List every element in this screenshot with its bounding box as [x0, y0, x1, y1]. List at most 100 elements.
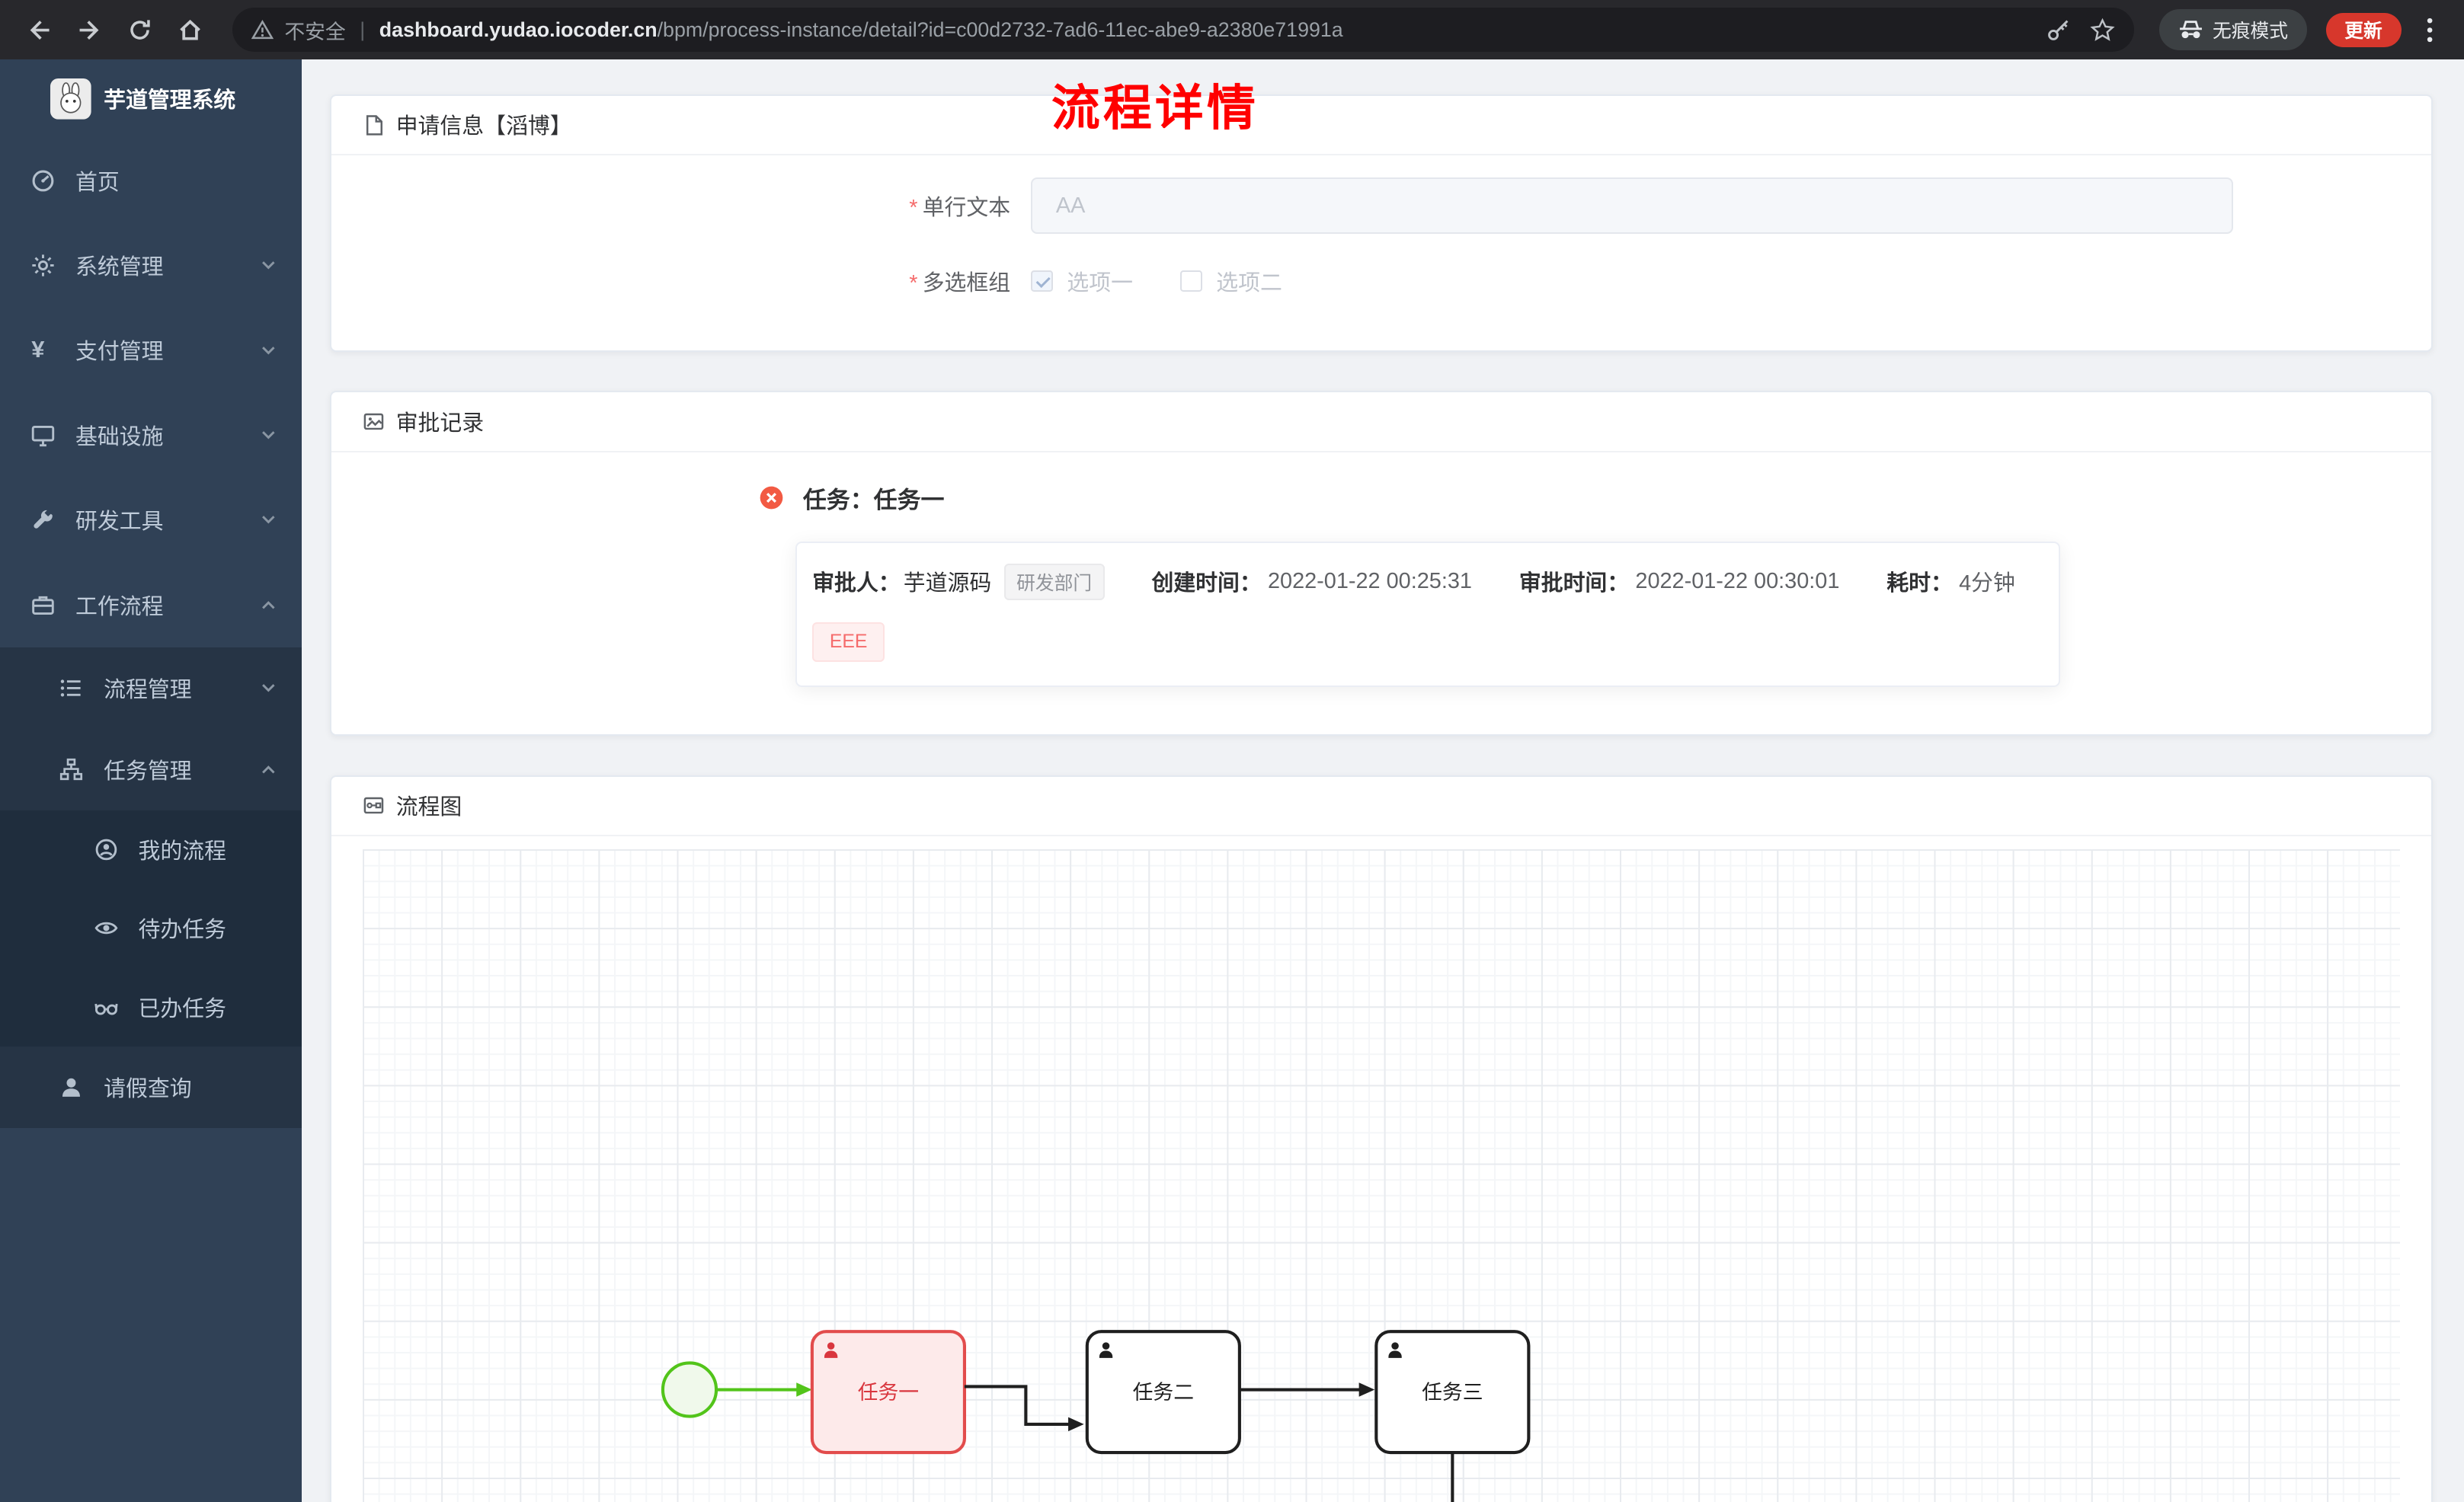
task-rejected-icon — [760, 486, 783, 510]
home-button[interactable] — [167, 6, 214, 53]
sidebar-menu: 首页 系统管理 ¥ 支付管理 基础设施 研发工具 — [0, 139, 302, 1128]
created-label: 创建时间： — [1151, 571, 1262, 596]
browser-toolbar: 不安全 | dashboard.yudao.iocoder.cn /bpm/pr… — [0, 0, 2464, 60]
sidebar-item-payment[interactable]: ¥ 支付管理 — [0, 308, 302, 392]
chevron-down-icon — [261, 343, 277, 359]
bookmark-star-icon[interactable] — [2090, 18, 2115, 43]
duration-value: 4分钟 — [1959, 571, 2015, 596]
update-button[interactable]: 更新 — [2325, 12, 2402, 47]
sidebar-item-done-tasks[interactable]: 已办任务 — [0, 967, 302, 1047]
svg-text:任务三: 任务三 — [1422, 1380, 1483, 1403]
approval-record-card: 审批记录 任务：任务一 审批人： 芋道源码 研发部门 创建时间： — [330, 391, 2433, 737]
monitor-icon — [31, 423, 56, 447]
sidebar-item-system[interactable]: 系统管理 — [0, 223, 302, 308]
checkbox-option-2[interactable]: 选项二 — [1179, 266, 1282, 297]
dashboard-icon — [31, 169, 56, 193]
task-title: 任务：任务一 — [802, 486, 945, 513]
created-time: 2022-01-22 00:25:31 — [1267, 569, 1472, 594]
url-domain: dashboard.yudao.iocoder.cn — [379, 18, 658, 41]
chevron-up-icon — [261, 597, 277, 613]
flow-chart-icon — [363, 794, 385, 817]
incognito-label: 无痕模式 — [2213, 21, 2288, 43]
duration-label: 耗时： — [1886, 571, 1953, 596]
sidebar-item-process-management[interactable]: 流程管理 — [0, 647, 302, 729]
app-logo: 芋道管理系统 — [0, 59, 302, 138]
rabbit-logo-icon — [50, 78, 91, 120]
sidebar-item-task-management[interactable]: 任务管理 — [0, 729, 302, 811]
svg-text:任务二: 任务二 — [1133, 1380, 1194, 1403]
flow-task1-to-task2 — [965, 1384, 1070, 1426]
eye-icon — [94, 916, 120, 940]
chevron-down-icon — [261, 680, 277, 696]
checkbox-box[interactable] — [1179, 270, 1202, 292]
required-asterisk: * — [909, 195, 918, 220]
svg-text:任务一: 任务一 — [858, 1380, 919, 1403]
incognito-badge: 无痕模式 — [2158, 9, 2307, 50]
approved-label: 审批时间： — [1518, 571, 1630, 596]
bpmn-diagram: 任务一 任务二 — [661, 1329, 1531, 1502]
reload-button[interactable] — [117, 6, 164, 53]
sidebar-item-home[interactable]: 首页 — [0, 139, 302, 223]
forward-button[interactable] — [66, 6, 114, 53]
diagram-body: 任务一 任务二 — [331, 836, 2431, 1502]
wrench-icon — [31, 508, 56, 532]
apply-info-card: 申请信息【滔博】 *单行文本 *多选框组 选项一 — [330, 94, 2433, 352]
sitemap-icon — [59, 758, 85, 781]
task-node-2[interactable]: 任务二 — [1086, 1329, 1242, 1454]
sidebar-item-leave-query[interactable]: 请假查询 — [0, 1046, 302, 1128]
comment-tag: EEE — [812, 622, 885, 663]
chevron-down-icon — [261, 512, 277, 528]
gear-icon — [31, 254, 56, 277]
password-key-icon[interactable] — [2046, 18, 2071, 43]
checkbox-group-row: *多选框组 选项一 选项二 — [331, 266, 2431, 297]
document-icon — [363, 114, 385, 136]
checkbox-box[interactable] — [1030, 270, 1053, 292]
sidebar-item-devtools[interactable]: 研发工具 — [0, 478, 302, 562]
task-node-1[interactable]: 任务一 — [811, 1329, 967, 1454]
page-title: 流程详情 — [1051, 80, 1259, 136]
apply-card-header: 申请信息【滔博】 — [331, 96, 2431, 156]
yen-icon: ¥ — [31, 336, 45, 363]
url-separator: | — [360, 18, 366, 41]
approval-timeline: 任务：任务一 审批人： 芋道源码 研发部门 创建时间： 2022-01-22 0… — [331, 452, 2431, 735]
browser-menu-button[interactable] — [2411, 8, 2449, 52]
url-path: /bpm/process-instance/detail?id=c00d2732… — [657, 18, 1343, 41]
address-bar[interactable]: 不安全 | dashboard.yudao.iocoder.cn /bpm/pr… — [232, 8, 2134, 53]
chevron-down-icon — [261, 257, 277, 273]
glasses-icon — [94, 995, 120, 1019]
approved-time: 2022-01-22 00:30:01 — [1635, 569, 1840, 594]
briefcase-icon — [31, 593, 56, 617]
approver-name: 芋道源码 — [903, 571, 992, 596]
department-tag: 研发部门 — [1003, 563, 1105, 600]
person-circle-icon — [94, 838, 120, 861]
flow-arrowhead — [796, 1382, 813, 1397]
start-event-node[interactable] — [661, 1360, 718, 1418]
text-field-row: *单行文本 — [331, 177, 2431, 235]
bpmn-canvas[interactable]: 任务一 任务二 — [363, 848, 2400, 1502]
sidebar-item-workflow[interactable]: 工作流程 — [0, 562, 302, 647]
required-asterisk: * — [909, 270, 918, 296]
approver-label: 审批人： — [812, 571, 901, 596]
apply-form: *单行文本 *多选框组 选项一 选项二 — [331, 155, 2431, 350]
approval-detail-card: 审批人： 芋道源码 研发部门 创建时间： 2022-01-22 00:25:31… — [795, 541, 2060, 688]
sidebar-item-infrastructure[interactable]: 基础设施 — [0, 393, 302, 478]
back-button[interactable] — [16, 6, 63, 53]
diagram-card-header: 流程图 — [331, 777, 2431, 837]
main-content: 流程详情 申请信息【滔博】 *单行文本 *多选框组 — [302, 59, 2464, 1502]
single-line-text-input[interactable] — [1030, 177, 2233, 235]
incognito-icon — [2179, 21, 2202, 38]
not-secure-warning-icon — [251, 19, 274, 41]
sidebar: 芋道管理系统 首页 系统管理 ¥ 支付管理 基础设施 — [0, 59, 302, 1502]
app-title: 芋道管理系统 — [104, 88, 236, 113]
list-icon — [59, 676, 85, 700]
user-icon — [59, 1075, 85, 1099]
flow-arrowhead — [1068, 1417, 1085, 1431]
approval-card-header: 审批记录 — [331, 392, 2431, 452]
chevron-up-icon — [261, 762, 277, 778]
process-diagram-card: 流程图 — [330, 775, 2433, 1502]
task-node-3[interactable]: 任务三 — [1374, 1329, 1531, 1454]
sidebar-item-my-processes[interactable]: 我的流程 — [0, 810, 302, 890]
checkbox-option-1[interactable]: 选项一 — [1030, 266, 1133, 297]
flow-arrowhead — [1359, 1382, 1375, 1397]
sidebar-item-todo-tasks[interactable]: 待办任务 — [0, 889, 302, 968]
